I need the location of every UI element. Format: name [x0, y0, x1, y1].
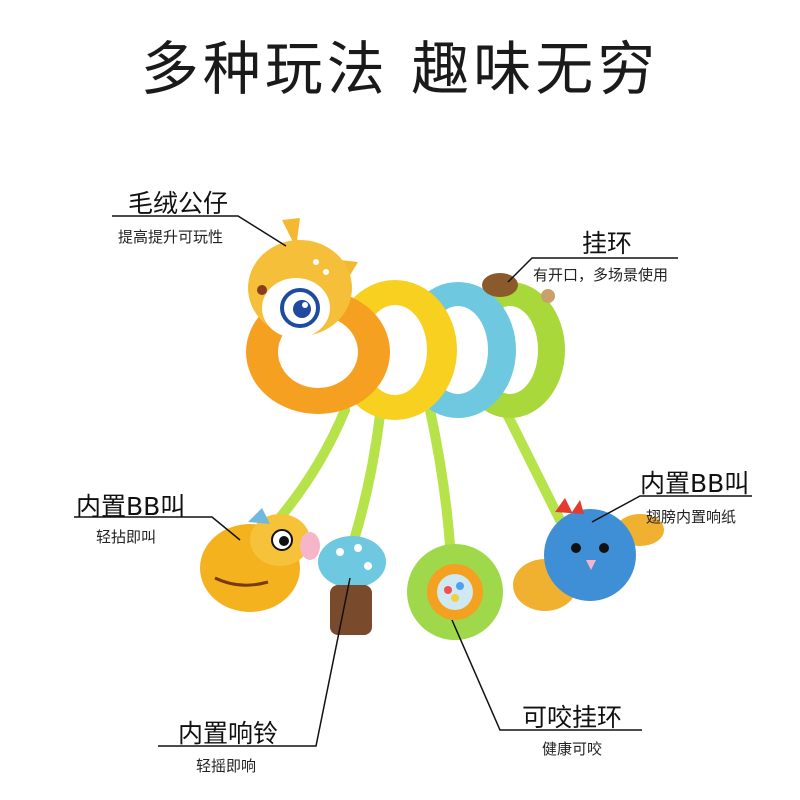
- callout-ring-title: 挂环: [582, 229, 633, 258]
- callout-bb-left-subtitle: 轻拈即叫: [96, 528, 157, 546]
- callout-bb-left-title: 内置BB叫: [76, 492, 186, 521]
- callout-ring-subtitle: 有开口，多场景使用: [533, 266, 669, 284]
- bird-toy: [513, 498, 664, 611]
- callout-plush-subtitle: 提高提升可玩性: [118, 228, 224, 246]
- headline: 多种玩法 趣味无穷: [140, 35, 660, 103]
- callout-plush-title: 毛绒公仔: [128, 189, 229, 218]
- ribbons: [273, 405, 565, 550]
- callout-bb-right-subtitle: 翅膀内置响纸: [646, 508, 737, 526]
- callout-lines: [74, 215, 752, 747]
- callout-teether-title: 可咬挂环: [522, 703, 623, 732]
- callout-teether-subtitle: 健康可咬: [542, 740, 603, 758]
- callout-bell-subtitle: 轻摇即响: [196, 757, 257, 775]
- fox-head: [248, 218, 358, 338]
- teether-ring: [407, 544, 503, 640]
- mushroom-rattle: [318, 536, 386, 635]
- callout-bb-right-title: 内置BB叫: [640, 469, 750, 498]
- callout-bell-title: 内置响铃: [178, 719, 279, 748]
- cow-toy: [200, 508, 320, 612]
